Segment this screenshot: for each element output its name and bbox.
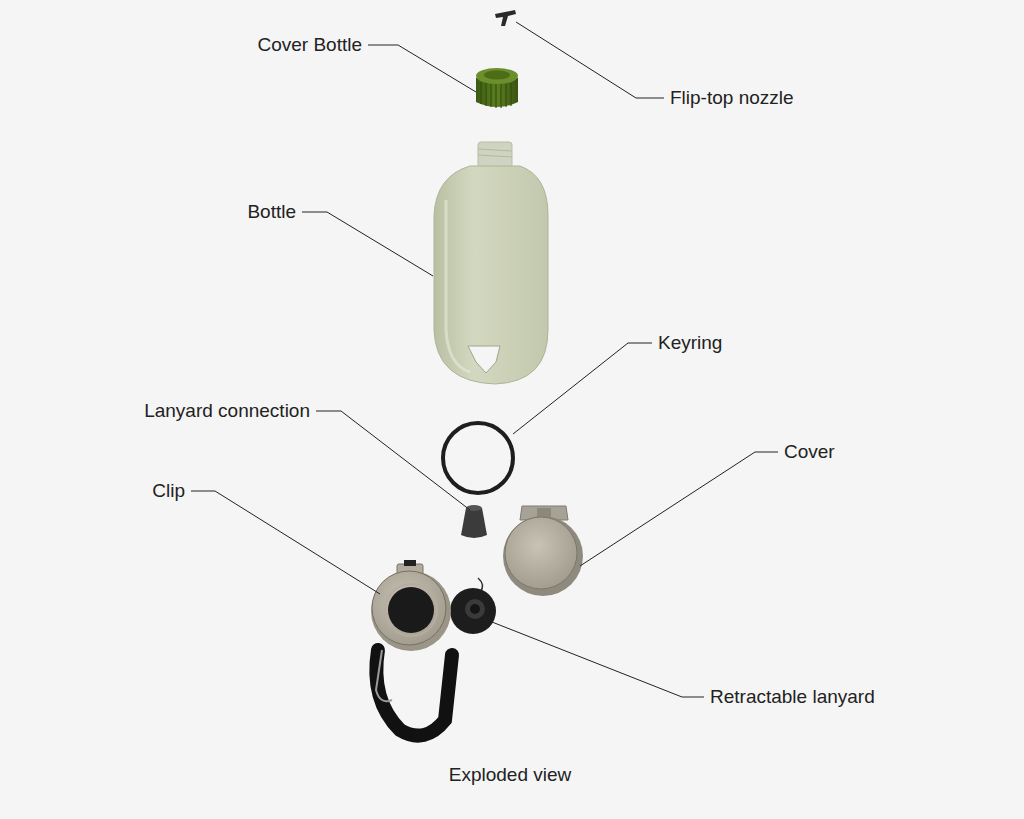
leader-line: [368, 45, 476, 92]
leader-line: [492, 622, 704, 697]
leader-line: [513, 343, 652, 434]
part-label: Cover Bottle: [257, 34, 362, 56]
bottle-part: [434, 142, 548, 384]
leader-lines: [191, 22, 778, 697]
part-label: Retractable lanyard: [710, 686, 875, 708]
part-label: Keyring: [658, 332, 722, 354]
keyring-part: [443, 423, 513, 493]
caption: Exploded view: [449, 764, 572, 786]
clip-part: [371, 560, 452, 736]
part-label: Bottle: [247, 201, 296, 223]
lanyard-connector-part: [461, 505, 487, 538]
part-label: Flip-top nozzle: [670, 87, 794, 109]
leader-line: [191, 491, 380, 594]
retractable-lanyard-part: [450, 578, 496, 634]
part-label: Cover: [784, 441, 835, 463]
cap-part: [476, 68, 518, 108]
leader-line: [580, 452, 778, 566]
leader-line: [316, 411, 470, 510]
part-label: Lanyard connection: [144, 400, 310, 422]
leader-line: [302, 212, 433, 276]
nozzle-part: [495, 10, 516, 26]
cover-part: [503, 506, 583, 596]
part-label: Clip: [152, 480, 185, 502]
leader-line: [516, 22, 664, 98]
